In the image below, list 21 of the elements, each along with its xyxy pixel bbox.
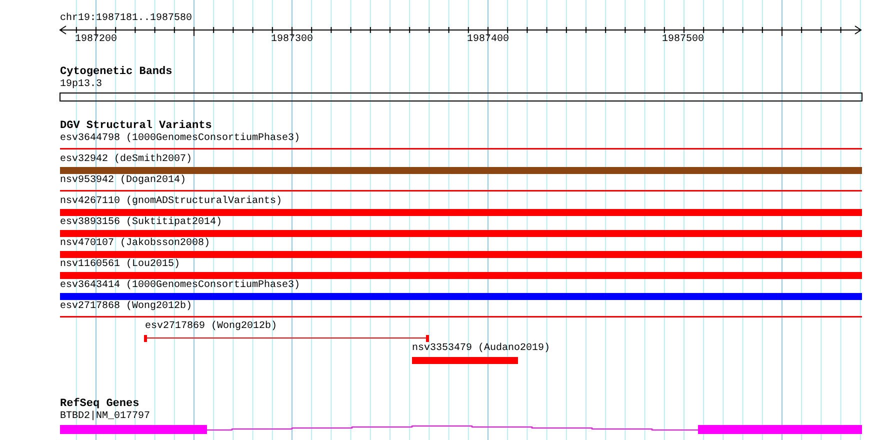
track-title: Cytogenetic Bands <box>60 67 172 78</box>
coordinate-label: chr19:1987181..1987580 <box>60 14 192 24</box>
variant-label: esv3644798 (1000GenomesConsortiumPhase3) <box>60 134 300 144</box>
variant-label: nsv3353479 (Audano2019) <box>412 344 550 354</box>
gene-label: BTBD2|NM_017797 <box>60 412 150 422</box>
tick-label: 1987300 <box>271 35 314 45</box>
variant-label: esv2717868 (Wong2012b) <box>60 302 192 312</box>
track-title: RefSeq Genes <box>60 399 140 410</box>
variant-label: esv2717869 (Wong2012b) <box>145 322 278 332</box>
tick-label: 1987400 <box>467 35 510 45</box>
variant-label: esv32942 (deSmith2007) <box>60 155 192 165</box>
tick-label: 1987200 <box>75 35 118 45</box>
variant-label: nsv1160561 (Lou2015) <box>60 260 180 270</box>
track-title: DGV Structural Variants <box>60 121 212 132</box>
tick-label: 1987500 <box>662 35 704 45</box>
variant-label: esv3643414 (1000GenomesConsortiumPhase3) <box>60 281 300 291</box>
variant-label: esv3893156 (Suktitipat2014) <box>60 218 222 228</box>
band-label: 19p13.3 <box>60 80 102 90</box>
variant-label: nsv470107 (Jakobsson2008) <box>60 239 210 249</box>
variant-label: nsv953942 (Dogan2014) <box>60 176 186 186</box>
variant-label: nsv4267110 (gnomADStructuralVariants) <box>60 197 282 207</box>
